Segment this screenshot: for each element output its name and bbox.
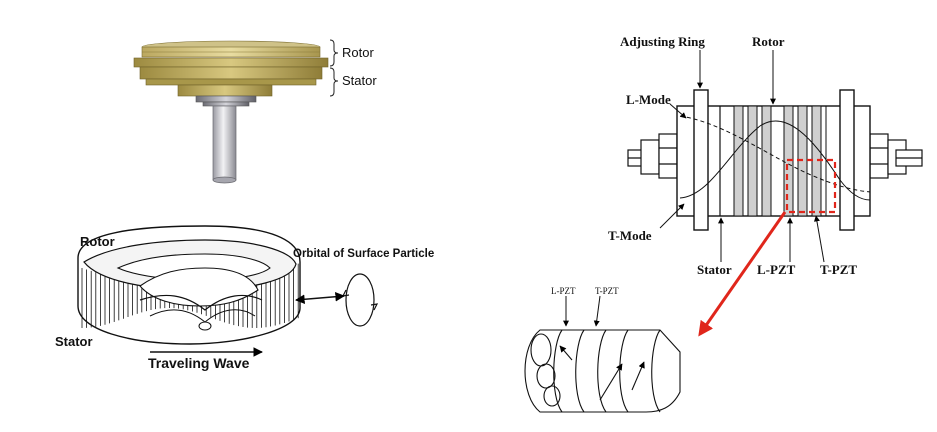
adjusting-ring-label: Adjusting Ring xyxy=(620,34,705,49)
orbital-arrow xyxy=(295,291,345,305)
detail-panel: L-PZT T-PZT xyxy=(524,286,681,413)
l-mode-label: L-Mode xyxy=(626,92,671,107)
stator-ring-drawing xyxy=(77,225,301,345)
wave-label: Traveling Wave xyxy=(148,355,250,371)
t-pzt-label: T-PZT xyxy=(820,262,857,277)
traveling-wave-panel: Rotor Stator Orbital of Surface Particle… xyxy=(55,225,434,371)
transducer-panel: Adjusting Ring Rotor L-Mode T-Mode Stato… xyxy=(608,34,923,337)
detail-t-pzt-label: T-PZT xyxy=(595,286,619,296)
pzt-highlight-box xyxy=(785,158,837,214)
stator-brace xyxy=(329,67,339,97)
right-bolt xyxy=(869,133,923,179)
stator-label: Stator xyxy=(697,262,732,277)
zoom-arrow xyxy=(698,211,787,337)
motor-photo-panel: Rotor Stator xyxy=(133,39,377,184)
detail-l-pzt-label: L-PZT xyxy=(551,286,576,296)
t-mode-curve xyxy=(679,120,871,201)
adjusting-ring-right xyxy=(839,89,855,231)
stator-label: Stator xyxy=(342,73,377,88)
l-pzt-label: L-PZT xyxy=(757,262,796,277)
left-bolt xyxy=(627,133,678,179)
l-mode-curve xyxy=(679,115,871,193)
t-mode-label: T-Mode xyxy=(608,228,652,243)
orbital-label: Orbital of Surface Particle xyxy=(293,248,434,260)
rotor-label: Rotor xyxy=(342,45,374,60)
orbital-ellipse xyxy=(341,273,379,327)
stator-label: Stator xyxy=(55,334,93,349)
detail-drawing xyxy=(524,329,681,413)
motor-render xyxy=(133,40,329,184)
rotor-brace xyxy=(329,39,339,67)
adjusting-ring-left xyxy=(693,89,709,231)
rotor-label: Rotor xyxy=(752,34,785,49)
rotor-label: Rotor xyxy=(80,234,115,249)
